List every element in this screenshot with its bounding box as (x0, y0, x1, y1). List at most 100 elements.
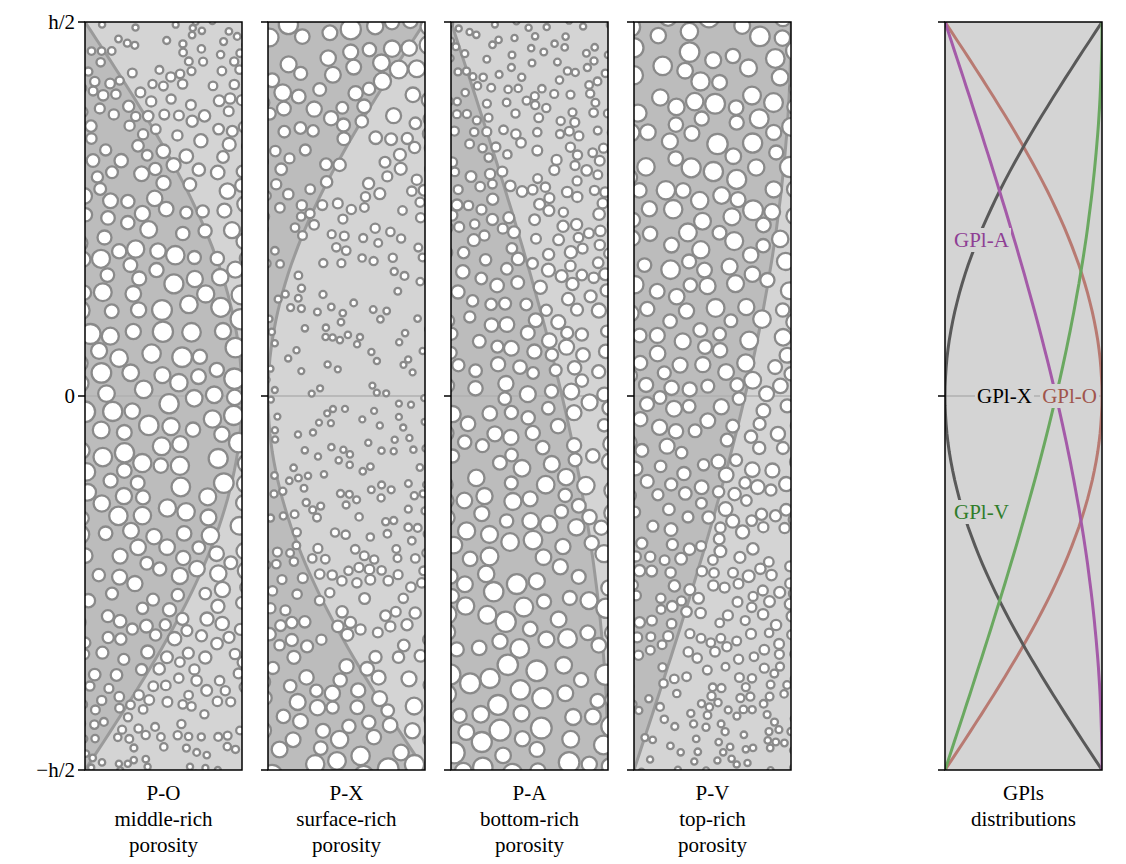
pore (654, 391, 667, 404)
pore (542, 333, 557, 348)
pore (743, 87, 761, 105)
pore (698, 700, 705, 707)
pore (538, 632, 554, 648)
pore (780, 690, 787, 697)
pore (282, 291, 289, 298)
pore (511, 35, 517, 41)
pore (402, 671, 417, 686)
pore (764, 93, 783, 112)
pore (642, 201, 657, 216)
pore (279, 126, 291, 138)
pore (530, 742, 545, 757)
pore (498, 655, 518, 675)
pore (498, 376, 513, 391)
pore (473, 335, 486, 348)
pore (86, 133, 96, 143)
pore (212, 269, 228, 285)
pore (593, 208, 605, 220)
pore (291, 510, 299, 518)
pore (527, 258, 538, 269)
pore (491, 341, 503, 353)
pore (698, 340, 712, 354)
pore (236, 727, 242, 735)
pore (706, 703, 713, 710)
pore (504, 341, 519, 356)
pore (299, 670, 313, 684)
pore (634, 651, 643, 660)
pore (402, 40, 417, 55)
pore (476, 488, 492, 504)
pore (88, 765, 94, 771)
pore (653, 57, 672, 76)
pore (487, 194, 498, 205)
pore (231, 309, 242, 329)
pore (392, 545, 400, 553)
pore (153, 437, 171, 455)
pore (544, 24, 550, 30)
panel-caption: P-A bottom-rich porosity (480, 780, 579, 858)
pore (417, 278, 424, 285)
pore (210, 363, 224, 377)
pore (722, 642, 731, 651)
pore (521, 326, 535, 340)
gpl-panel (945, 22, 1102, 770)
pore (211, 600, 224, 613)
pore (661, 260, 680, 279)
pore (156, 66, 164, 74)
pore (172, 589, 184, 601)
pore (572, 499, 586, 513)
pore (771, 719, 778, 726)
pore (766, 570, 776, 580)
pore (114, 734, 121, 741)
pore (590, 186, 599, 195)
pore (334, 673, 347, 686)
pore (453, 43, 460, 50)
pore (272, 560, 281, 569)
pore (601, 716, 608, 737)
pore (321, 176, 332, 187)
pore (333, 159, 345, 171)
pore (360, 468, 367, 475)
pore (634, 66, 643, 84)
pore (416, 198, 425, 207)
pore (230, 649, 240, 659)
pore (704, 162, 723, 181)
pore (116, 761, 122, 767)
pore (498, 224, 508, 234)
pore (199, 224, 212, 237)
pore (393, 652, 404, 663)
pore (307, 102, 322, 117)
pore (268, 366, 274, 372)
pore (170, 374, 187, 391)
pore (85, 463, 95, 480)
pore (528, 185, 538, 195)
panel-frame (634, 22, 791, 770)
pore (92, 363, 112, 383)
pore (681, 606, 692, 617)
pore (236, 495, 242, 510)
pore (111, 669, 123, 681)
pore (785, 578, 791, 588)
pore (181, 625, 192, 636)
pore (123, 101, 134, 112)
pore (323, 325, 329, 331)
pore (707, 134, 727, 154)
boundary-curve (451, 22, 608, 770)
pore (730, 116, 744, 130)
pore (117, 425, 132, 440)
pore (317, 503, 324, 510)
pore (679, 224, 697, 242)
pore (559, 752, 580, 770)
pore (679, 303, 694, 318)
pore (344, 567, 352, 575)
pore (285, 355, 291, 361)
panel-caption: P-O middle-rich porosity (115, 780, 213, 858)
pore (298, 368, 304, 374)
pore (522, 513, 538, 529)
pore (215, 582, 230, 597)
pore (134, 690, 144, 700)
pore (127, 576, 142, 591)
pore (215, 323, 231, 339)
pore (647, 756, 653, 762)
pore (476, 439, 489, 452)
